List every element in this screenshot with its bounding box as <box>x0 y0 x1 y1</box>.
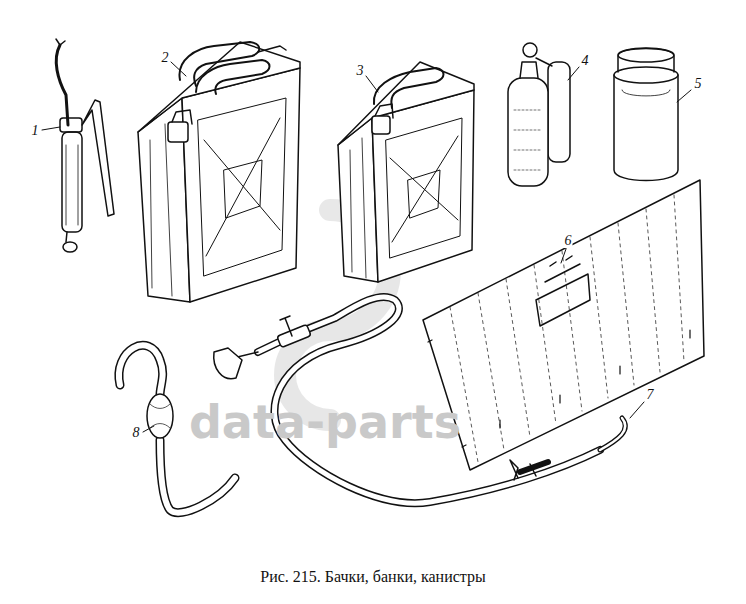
callout-number: 3 <box>356 64 365 78</box>
watermark: data-parts <box>189 399 461 445</box>
callout-number: 4 <box>581 54 590 68</box>
leader-lines <box>42 62 691 432</box>
callout-number: 1 <box>31 124 40 138</box>
callout-number: 8 <box>132 426 141 440</box>
grid-panel <box>423 180 704 470</box>
figure-caption: Рис. 215. Бачки, банки, канистры <box>260 569 486 585</box>
callout-number: 7 <box>646 388 655 402</box>
callout-number: 6 <box>564 234 573 248</box>
callout-number: 2 <box>161 51 170 65</box>
gas-bottle <box>508 43 570 186</box>
callout-number: 5 <box>694 77 703 91</box>
jerry-can-large <box>138 42 300 302</box>
jar <box>614 48 678 181</box>
grease-gun <box>56 39 114 252</box>
jerry-can-small <box>338 62 474 282</box>
